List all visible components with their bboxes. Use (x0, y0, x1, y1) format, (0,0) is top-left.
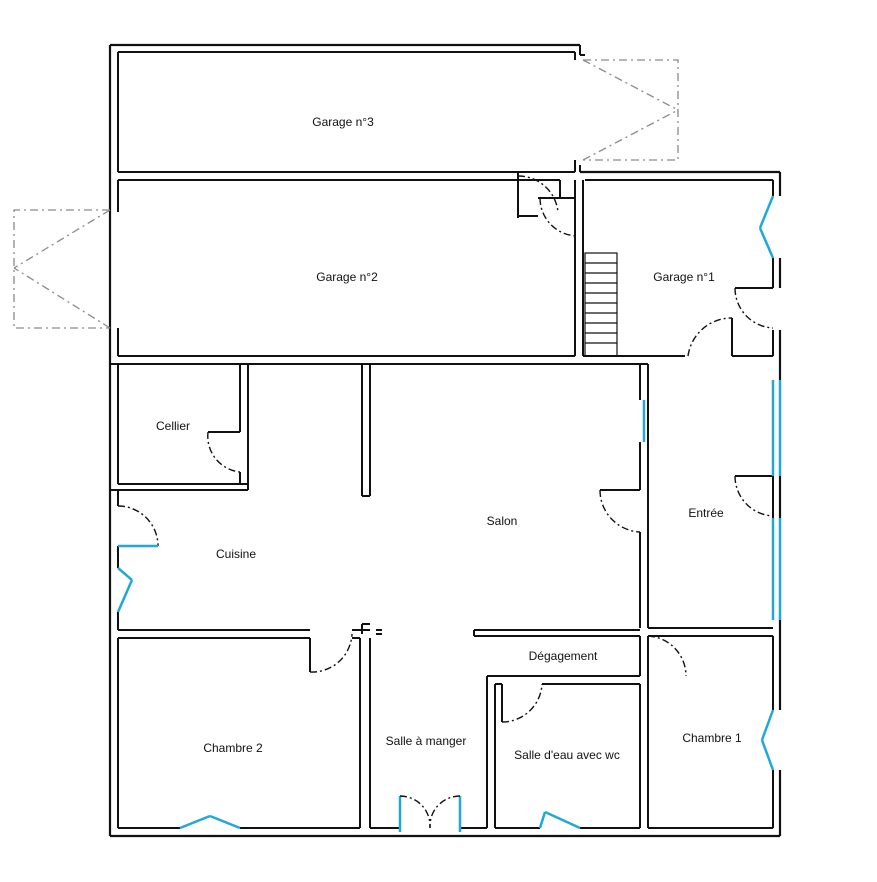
staircase (584, 252, 618, 357)
windows (116, 195, 782, 832)
interior-walls (110, 364, 773, 828)
outer-walls (108, 43, 782, 838)
doors (117, 175, 774, 723)
garage2-walls (110, 172, 773, 365)
entree-label: Entrée (688, 506, 724, 520)
garage2-label: Garage n°2 (316, 270, 378, 284)
chambre2-label: Chambre 2 (203, 741, 263, 755)
cuisine-label: Cuisine (215, 547, 257, 561)
cellier-label: Cellier (155, 419, 191, 433)
salon-label: Salon (486, 514, 518, 528)
chambre1-label: Chambre 1 (682, 731, 742, 745)
garage3-label: Garage n°3 (312, 115, 374, 129)
garage-doors (13, 59, 679, 329)
salle-a-manger-label: Salle à manger (385, 734, 467, 748)
degagement-label: Dégagement (528, 649, 598, 663)
salle-eau-label: Salle d'eau avec wc (514, 748, 620, 762)
garage1-label: Garage n°1 (653, 270, 715, 284)
double-door (399, 795, 461, 829)
